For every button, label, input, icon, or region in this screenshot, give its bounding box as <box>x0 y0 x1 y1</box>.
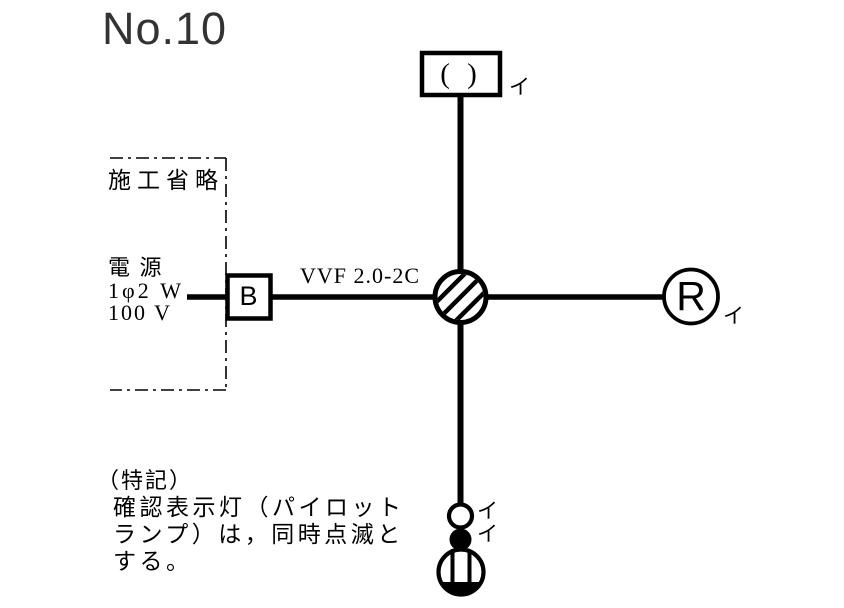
diagram-number-title: No.10 <box>102 3 228 54</box>
wall-outlet-symbol <box>436 547 486 597</box>
power-voltage-label: 100 V <box>108 300 172 325</box>
pilot-lamp-symbol <box>446 502 475 530</box>
power-source-label: 電 源 <box>108 255 164 280</box>
lamp-receptacle-symbol <box>662 267 720 326</box>
circuit-label-pilot-lamp: イ <box>477 499 498 523</box>
circuit-label-receptacle: イ <box>723 304 744 328</box>
circuit-label-switch: イ <box>477 522 498 546</box>
power-phase-label: 1φ2 W <box>108 278 184 303</box>
construction-omitted-label: 施工省略 <box>108 168 224 193</box>
breaker-letter: B <box>239 281 258 311</box>
circuit-label-ceiling: イ <box>509 75 530 99</box>
ceiling-rosette-symbol <box>419 50 503 98</box>
breaker-symbol <box>225 273 273 321</box>
ceiling-rosette-glyph: ( ) <box>440 57 482 90</box>
special-note-line-3: する。 <box>113 549 193 574</box>
lamp-receptacle-letter: R <box>676 272 706 319</box>
special-note-line-1: 確認表示灯（パイロット <box>113 495 405 520</box>
special-note-line-2: ランプ）は，同時点滅と <box>113 522 404 547</box>
switch-symbol <box>449 528 472 551</box>
special-note-heading: （特記） <box>97 468 194 493</box>
cable-type-label: VVF 2.0-2C <box>300 263 421 288</box>
